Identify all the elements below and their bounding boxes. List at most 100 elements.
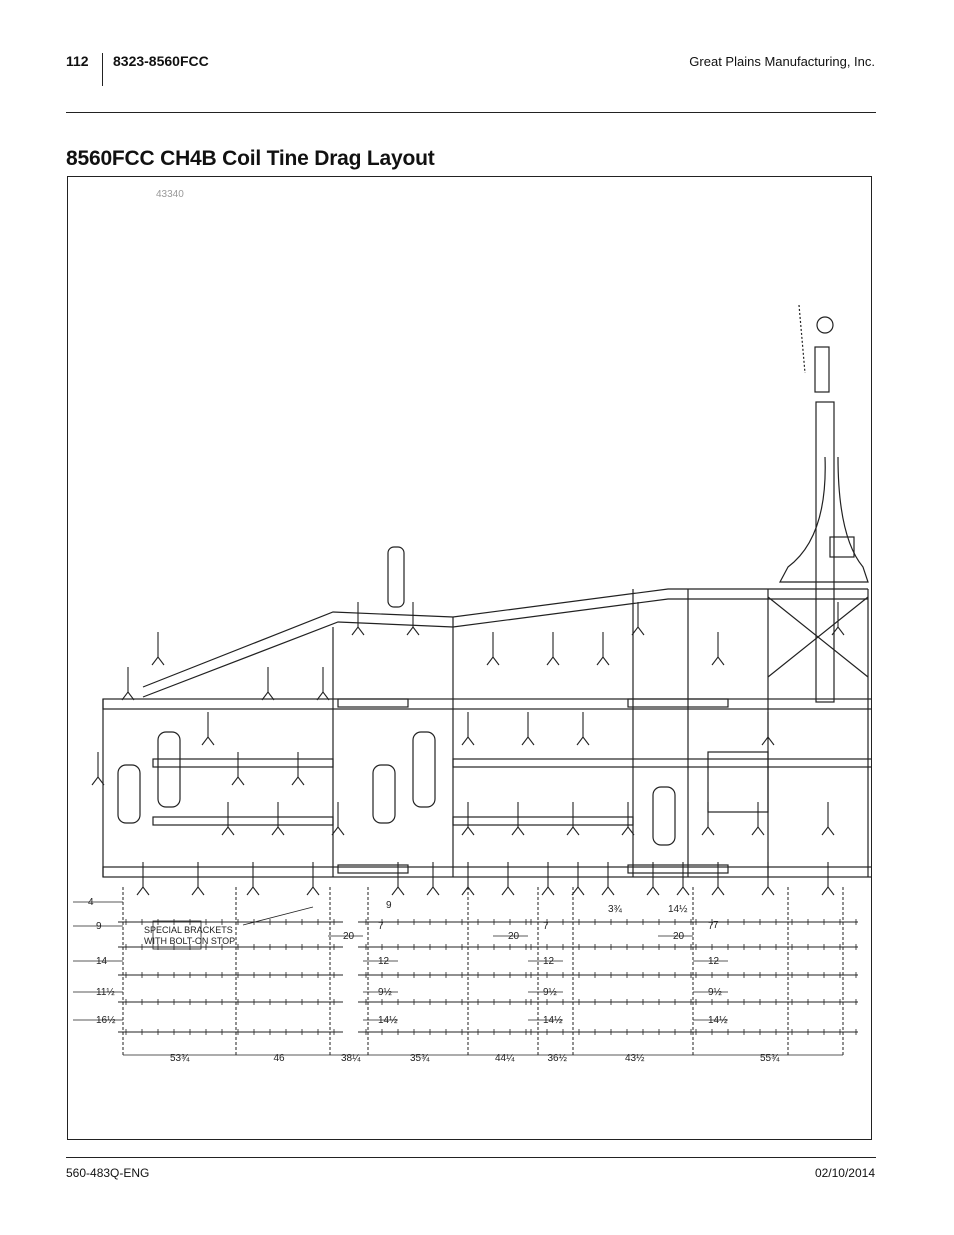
row-offset-dim: 14 (96, 956, 108, 967)
gauge-wheel-left (117, 764, 141, 824)
shank (821, 862, 835, 896)
shank (701, 802, 715, 836)
safety-chain (798, 304, 806, 374)
row-offset-dim: 11½ (96, 987, 115, 998)
jack-stand (814, 346, 830, 393)
row-offset-dim: 4 (88, 897, 94, 908)
shank (246, 862, 260, 896)
company-name: Great Plains Manufacturing, Inc. (689, 54, 875, 69)
shank-group (91, 602, 845, 896)
section-offset-dim: 7 (543, 921, 549, 932)
document-date: 02/10/2014 (814, 1166, 875, 1180)
shank (821, 802, 835, 836)
section-offset-dim: 9½ (708, 987, 723, 998)
shank (711, 862, 725, 896)
hitch-ring (816, 316, 834, 334)
section-offset-dim: 14½ (708, 1015, 728, 1026)
rear-rail (102, 866, 871, 878)
shank (646, 862, 660, 896)
shank (351, 602, 365, 636)
shank (261, 667, 275, 701)
shank (601, 862, 615, 896)
figure-number: 43340 (156, 189, 184, 200)
row-offset-dim: 9 (96, 921, 102, 932)
section-offset-dim: 7 (378, 921, 384, 932)
shank (596, 632, 610, 666)
hitch-a-frame (779, 456, 869, 583)
shank (201, 712, 215, 746)
shank (151, 632, 165, 666)
front-rail (102, 698, 871, 710)
shank (306, 862, 320, 896)
shank (191, 862, 205, 896)
drag-layout-drawing: 491411½16½207129½14½207129½14½207129½14½… (73, 304, 871, 1064)
model-number: 8323-8560FCC (113, 53, 209, 69)
section-offset-dim: 14½ (543, 1015, 563, 1026)
shank (316, 667, 330, 701)
shank (566, 802, 580, 836)
header-rule (66, 112, 876, 113)
shank (751, 802, 765, 836)
section-offset-dim: 7 (708, 921, 714, 932)
shank (711, 632, 725, 666)
page-title: 8560FCC CH4B Coil Tine Drag Layout (66, 147, 435, 170)
callout-line2: WITH BOLT-ON STOP (144, 936, 235, 946)
shank (541, 862, 555, 896)
callout-leader (242, 906, 314, 926)
document-code: 560-483Q-ENG (66, 1166, 150, 1180)
shank (231, 752, 245, 786)
shank (461, 712, 475, 746)
upper-dim: 3¾ (608, 904, 623, 915)
callout-line1: SPECIAL BRACKETS (144, 925, 233, 935)
shank (221, 802, 235, 836)
shank (511, 802, 525, 836)
middle-rail (452, 758, 871, 768)
section-offset-dim: 20 (343, 931, 355, 942)
bottom-dim: 53¾ (170, 1053, 190, 1064)
footer-rule (66, 1157, 876, 1158)
bottom-dim: 36½ (548, 1053, 568, 1064)
shank (391, 862, 405, 896)
bottom-dim: 38¼ (341, 1052, 361, 1064)
callout: SPECIAL BRACKETS WITH BOLT-ON STOP (144, 906, 314, 950)
shank (331, 802, 345, 836)
shank (501, 862, 515, 896)
section-offset-dim: 9½ (378, 987, 393, 998)
section-offset-dim: 14½ (378, 1015, 398, 1026)
shank (676, 862, 690, 896)
section-offset-dim: 12 (543, 956, 555, 967)
shank (406, 602, 420, 636)
bottom-dim: 43½ (625, 1053, 645, 1064)
section-offset-dim: 9½ (543, 987, 558, 998)
shank (271, 802, 285, 836)
hitch-box (829, 536, 855, 558)
shank (461, 802, 475, 836)
shank (136, 862, 150, 896)
machine-frame (102, 304, 871, 878)
coil-tine-rows (118, 887, 858, 1057)
shank (546, 632, 560, 666)
shank (576, 712, 590, 746)
upper-dim: 14½ (668, 904, 688, 915)
shank (521, 712, 535, 746)
shank (571, 862, 585, 896)
row-offset-dim: 16½ (96, 1015, 116, 1026)
shank (621, 802, 635, 836)
shank (761, 712, 775, 746)
gauge-wheel-right (652, 786, 676, 846)
hydraulic-cylinder (337, 698, 409, 708)
section-offset-dim: 20 (508, 931, 520, 942)
draw-bar (142, 588, 868, 688)
section-offset-dim: 20 (673, 931, 685, 942)
upper-dim: 9 (386, 900, 392, 911)
shank (121, 667, 135, 701)
center-frame-box (707, 751, 769, 813)
shank (831, 602, 845, 636)
section-offset-dim: 12 (378, 956, 390, 967)
shank (631, 602, 645, 636)
shank (291, 752, 305, 786)
shank (91, 752, 105, 786)
header-divider (102, 53, 103, 86)
bottom-dim: 46 (274, 1053, 286, 1064)
